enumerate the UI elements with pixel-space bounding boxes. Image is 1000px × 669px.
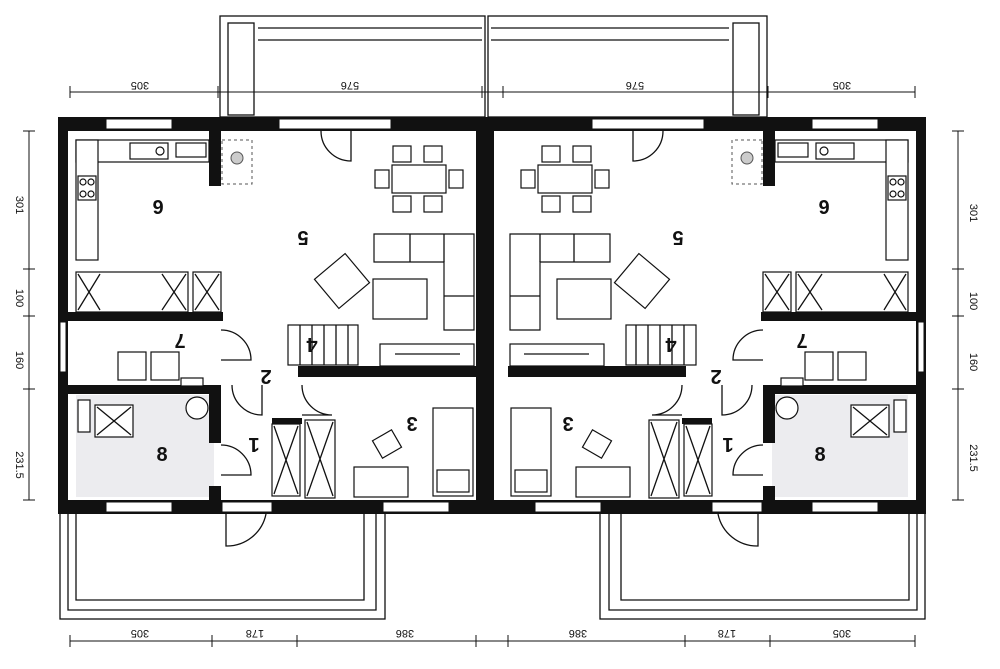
dimension-labels: 305 576 576 305 305 178 386 386 178 305 … [13, 79, 979, 639]
room-right-1: 1 [722, 433, 733, 455]
furniture-left [75, 139, 475, 499]
room-left-6: 6 [152, 195, 163, 217]
room-numbers-left: 1 2 3 4 5 6 7 8 [152, 195, 417, 466]
dim-bottom-4: 386 [569, 627, 587, 639]
dim-left-2: 100 [13, 289, 25, 307]
dim-bottom-2: 178 [246, 627, 264, 639]
dim-right-3: 160 [967, 353, 979, 371]
room-right-4: 4 [665, 333, 677, 355]
room-left-7: 7 [174, 329, 185, 351]
dim-right-2: 100 [967, 292, 979, 310]
terrace-left [59, 511, 386, 620]
dim-bottom-1: 305 [131, 627, 149, 639]
balcony-right-planter [732, 22, 760, 116]
room-right-5: 5 [672, 226, 683, 248]
dim-right-1: 301 [967, 204, 979, 222]
furniture-right [509, 139, 909, 499]
balcony-left [219, 15, 486, 118]
room-left-3: 3 [406, 412, 417, 434]
balcony-right [487, 15, 768, 118]
room-left-8: 8 [156, 444, 167, 466]
room-right-2: 2 [710, 365, 721, 387]
dim-top-1: 305 [131, 79, 149, 91]
party-wall [476, 117, 494, 514]
bottom-terraces [59, 511, 926, 620]
dim-bottom-3: 386 [396, 627, 414, 639]
dim-top-3: 576 [626, 79, 644, 91]
dim-right-4: 231.5 [967, 444, 979, 472]
room-left-4: 4 [306, 333, 318, 355]
room-numbers-right: 1 2 3 4 5 6 7 8 [562, 195, 829, 466]
room-right-8: 8 [814, 444, 825, 466]
dim-top-2: 576 [341, 79, 359, 91]
room-left-5: 5 [297, 226, 308, 248]
room-left-2: 2 [260, 365, 271, 387]
room-right-6: 6 [818, 195, 829, 217]
room-right-3: 3 [562, 412, 573, 434]
dim-left-3: 160 [13, 351, 25, 369]
top-balconies [219, 15, 768, 118]
dim-top-4: 305 [833, 79, 851, 91]
dim-left-1: 301 [13, 196, 25, 214]
walls [58, 117, 926, 514]
dim-bottom-5: 178 [718, 627, 736, 639]
room-right-7: 7 [796, 329, 807, 351]
dim-bottom-6: 305 [833, 627, 851, 639]
dimension-lines [23, 86, 964, 647]
balcony-left-planter [227, 22, 255, 116]
terrace-right [599, 511, 926, 620]
dim-left-4: 231.5 [13, 451, 25, 479]
room-left-1: 1 [248, 433, 259, 455]
doors [220, 130, 764, 547]
